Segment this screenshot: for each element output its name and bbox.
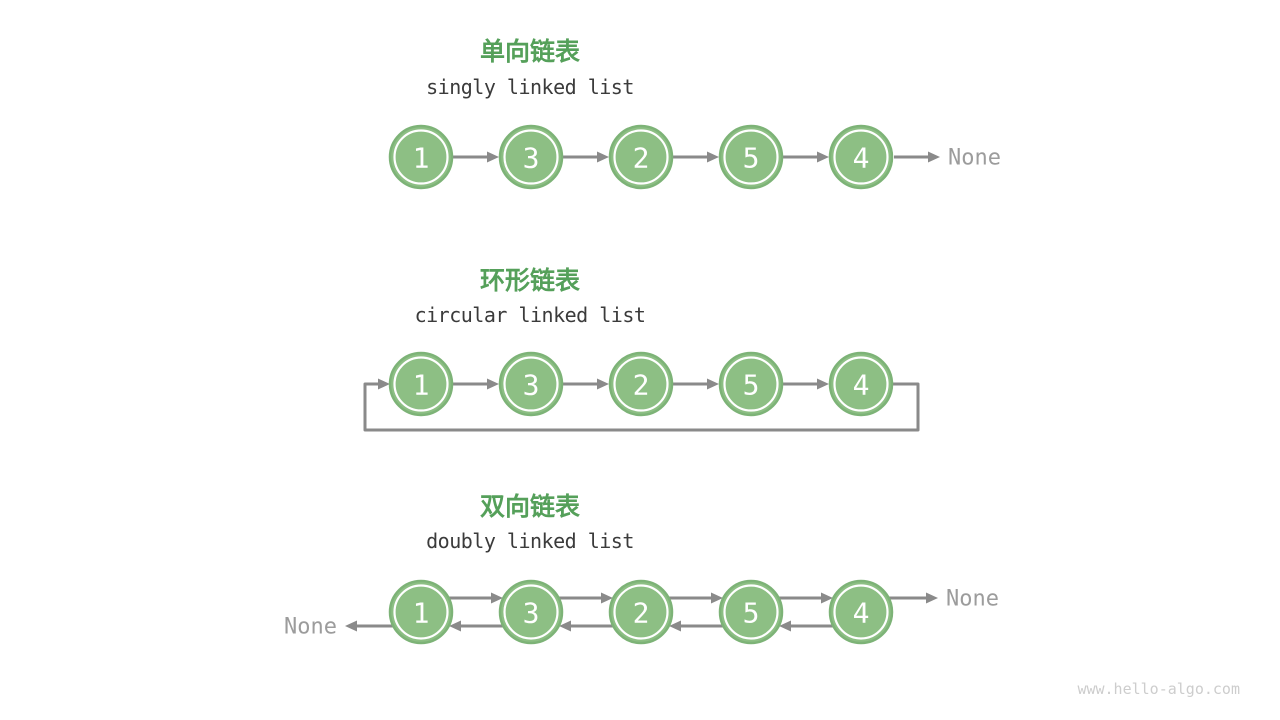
node-circle	[388, 351, 454, 417]
node-circle	[498, 124, 564, 190]
node-inner-ring	[393, 356, 449, 412]
section-subtitle-circular: circular linked list	[414, 303, 646, 327]
none-label: None	[948, 146, 1001, 171]
section-title-circular: 环形链表	[479, 266, 580, 295]
node-value: 5	[743, 142, 760, 175]
next-arrow-head	[707, 378, 719, 390]
node-circle	[718, 579, 784, 645]
node-inner-ring	[833, 129, 889, 185]
node-inner-ring	[503, 584, 559, 640]
next-arrow-head	[487, 378, 499, 390]
node-inner-ring	[723, 584, 779, 640]
node-inner-ring	[393, 129, 449, 185]
list-node: 5	[718, 579, 784, 645]
next-arrow-head	[707, 151, 719, 163]
node-value: 4	[853, 142, 870, 175]
node-value: 1	[413, 142, 430, 175]
node-circle	[608, 124, 674, 190]
node-circle	[718, 124, 784, 190]
list-node: 4	[828, 124, 894, 190]
list-node: 5	[718, 351, 784, 417]
node-circle	[388, 579, 454, 645]
prev-arrow-head	[779, 620, 791, 632]
prev-arrow-head	[449, 620, 461, 632]
node-value: 4	[853, 597, 870, 630]
node-inner-ring	[723, 356, 779, 412]
node-circle	[498, 351, 564, 417]
next-arrow-head	[487, 151, 499, 163]
list-node: 1	[388, 124, 454, 190]
node-value: 4	[853, 369, 870, 402]
node-inner-ring	[613, 129, 669, 185]
next-arrow-head	[597, 378, 609, 390]
none-label: None	[284, 615, 337, 640]
node-inner-ring	[393, 584, 449, 640]
next-arrow-head	[821, 592, 833, 604]
list-node: 2	[608, 124, 674, 190]
list-node: 5	[718, 124, 784, 190]
loop-back-path	[363, 382, 920, 432]
section-subtitle-singly: singly linked list	[426, 75, 634, 99]
list-node: 3	[498, 351, 564, 417]
node-circle	[608, 579, 674, 645]
prev-arrow-head	[559, 620, 571, 632]
list-node: 4	[828, 579, 894, 645]
circular-linked-list-diagram: 1 3 2 5 4	[363, 351, 920, 432]
node-value: 1	[413, 369, 430, 402]
node-circle	[608, 351, 674, 417]
node-inner-ring	[613, 584, 669, 640]
next-arrow-head	[817, 378, 829, 390]
watermark: www.hello-algo.com	[1077, 680, 1240, 698]
node-circle	[828, 579, 894, 645]
node-inner-ring	[723, 129, 779, 185]
next-arrow-head	[491, 592, 503, 604]
node-value: 2	[633, 142, 650, 175]
singly-linked-list-diagram: None 1 3 2 5 4	[388, 124, 1001, 190]
list-node: 1	[388, 579, 454, 645]
prev-arrow-head	[669, 620, 681, 632]
tail-none-arrow-head	[928, 151, 940, 163]
next-arrow-head	[711, 592, 723, 604]
node-inner-ring	[833, 584, 889, 640]
node-value: 5	[743, 597, 760, 630]
list-node: 1	[388, 351, 454, 417]
node-circle	[828, 351, 894, 417]
node-value: 2	[633, 369, 650, 402]
node-circle	[718, 351, 784, 417]
node-value: 3	[523, 142, 540, 175]
list-node: 3	[498, 579, 564, 645]
section-subtitle-doubly: doubly linked list	[426, 529, 634, 553]
loop-back-head	[378, 378, 390, 390]
list-node: 4	[828, 351, 894, 417]
node-circle	[498, 579, 564, 645]
node-value: 2	[633, 597, 650, 630]
node-inner-ring	[503, 129, 559, 185]
node-circle	[828, 124, 894, 190]
list-node: 3	[498, 124, 564, 190]
node-value: 3	[523, 369, 540, 402]
section-title-doubly: 双向链表	[479, 492, 580, 521]
tail-none-arrow-head	[926, 592, 938, 604]
list-node: 2	[608, 579, 674, 645]
node-inner-ring	[503, 356, 559, 412]
head-none-arrow-head	[345, 620, 357, 632]
node-value: 5	[743, 369, 760, 402]
node-value: 3	[523, 597, 540, 630]
node-circle	[388, 124, 454, 190]
next-arrow-head	[597, 151, 609, 163]
list-node: 2	[608, 351, 674, 417]
node-inner-ring	[613, 356, 669, 412]
node-inner-ring	[833, 356, 889, 412]
node-value: 1	[413, 597, 430, 630]
none-label: None	[946, 587, 999, 612]
next-arrow-head	[601, 592, 613, 604]
next-arrow-head	[817, 151, 829, 163]
section-title-singly: 单向链表	[479, 37, 580, 66]
